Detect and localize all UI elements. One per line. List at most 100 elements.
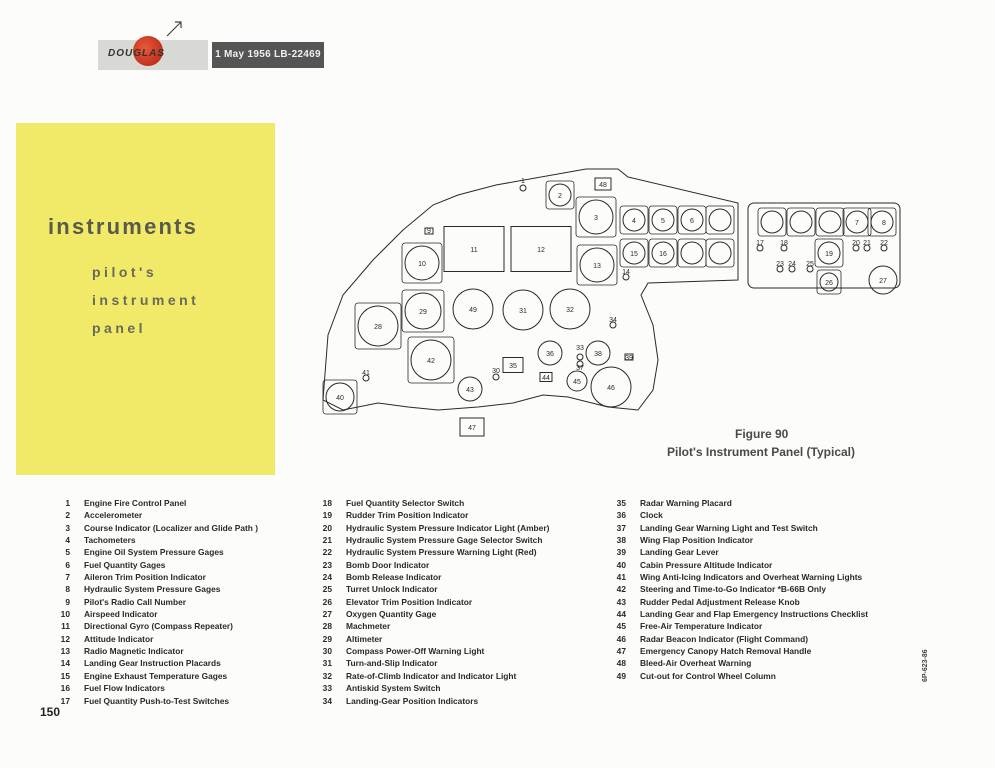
- gauge-frame-6: [757, 207, 787, 237]
- gauge-15: [651, 241, 675, 265]
- callout-19: 19: [825, 251, 833, 258]
- callout-12: 12: [537, 247, 545, 254]
- gauge-24: [788, 265, 796, 273]
- gauge-frame-42: [407, 336, 455, 384]
- callout-18: 18: [780, 240, 788, 247]
- callout-36: 36: [546, 351, 554, 358]
- gauge-frame-29: [401, 289, 445, 333]
- subtitle-line-3: panel: [92, 320, 147, 336]
- gauge-46: [590, 366, 632, 408]
- callout-21: 21: [863, 240, 871, 247]
- gauge-44: [539, 372, 553, 382]
- gauge-frame-28: [354, 302, 402, 350]
- gauge-19: [817, 241, 841, 265]
- callout-16: 16: [659, 251, 667, 258]
- gauge-12: [510, 226, 572, 272]
- callout-11: 11: [470, 247, 477, 254]
- callout-25: 25: [806, 261, 814, 268]
- callout-13: 13: [593, 263, 601, 270]
- callout-41: 41: [362, 370, 370, 377]
- gauge-9: [424, 227, 434, 235]
- gauge-21: [863, 244, 871, 252]
- callout-24: 24: [788, 261, 796, 268]
- callout-15: 15: [630, 251, 638, 258]
- gauge-31: [502, 289, 544, 331]
- callout-27: 27: [879, 278, 887, 285]
- gauge-6: [789, 210, 813, 234]
- gauge-frame-2: [545, 180, 575, 210]
- gauge-18: [780, 244, 788, 252]
- callout-10: 10: [418, 261, 426, 268]
- gauge-5: [651, 208, 675, 232]
- gauge-frame-7: [815, 207, 845, 237]
- callout-35: 35: [509, 363, 517, 370]
- callout-30: 30: [492, 368, 500, 375]
- figure-caption: Pilot's Instrument Panel (Typical): [667, 445, 855, 459]
- callout-20: 20: [852, 240, 860, 247]
- gauge-28: [357, 305, 399, 347]
- callout-5: 5: [661, 218, 665, 225]
- section-highlight-box: [16, 123, 275, 475]
- callout-49: 49: [469, 307, 477, 314]
- gauge-frame-19: [814, 238, 844, 268]
- gauge-43: [457, 376, 483, 402]
- callout-9: 9: [427, 228, 431, 235]
- callout-8: 8: [882, 220, 886, 227]
- gauge-36: [537, 340, 563, 366]
- gauge-34: [609, 321, 617, 329]
- gauge-29: [404, 292, 442, 330]
- gauge-7: [708, 208, 732, 232]
- gauge-25: [806, 265, 814, 273]
- gauge-6: [680, 208, 704, 232]
- gauge-frame-4: [619, 205, 649, 235]
- section-title: instruments: [48, 214, 199, 239]
- gauge-23: [776, 265, 784, 273]
- callout-28: 28: [374, 324, 382, 331]
- callout-14: 14: [622, 269, 630, 276]
- callout-32: 32: [566, 307, 574, 314]
- page-number: 150: [40, 705, 61, 719]
- callout-1: 1: [521, 178, 525, 185]
- callout-40: 40: [336, 395, 344, 402]
- gauge-2: [548, 183, 572, 207]
- gauge-frame-16: [677, 238, 707, 268]
- subtitle-line-2: instrument: [92, 292, 200, 308]
- callout-47: 47: [468, 425, 476, 432]
- gauge-14: [622, 273, 630, 281]
- callout-45: 45: [573, 379, 581, 386]
- callout-31: 31: [519, 308, 527, 315]
- gauge-4: [622, 208, 646, 232]
- callout-29: 29: [419, 309, 427, 316]
- gauges-layer: [322, 177, 898, 437]
- gauge-42: [410, 339, 452, 381]
- gauge-49: [452, 288, 494, 330]
